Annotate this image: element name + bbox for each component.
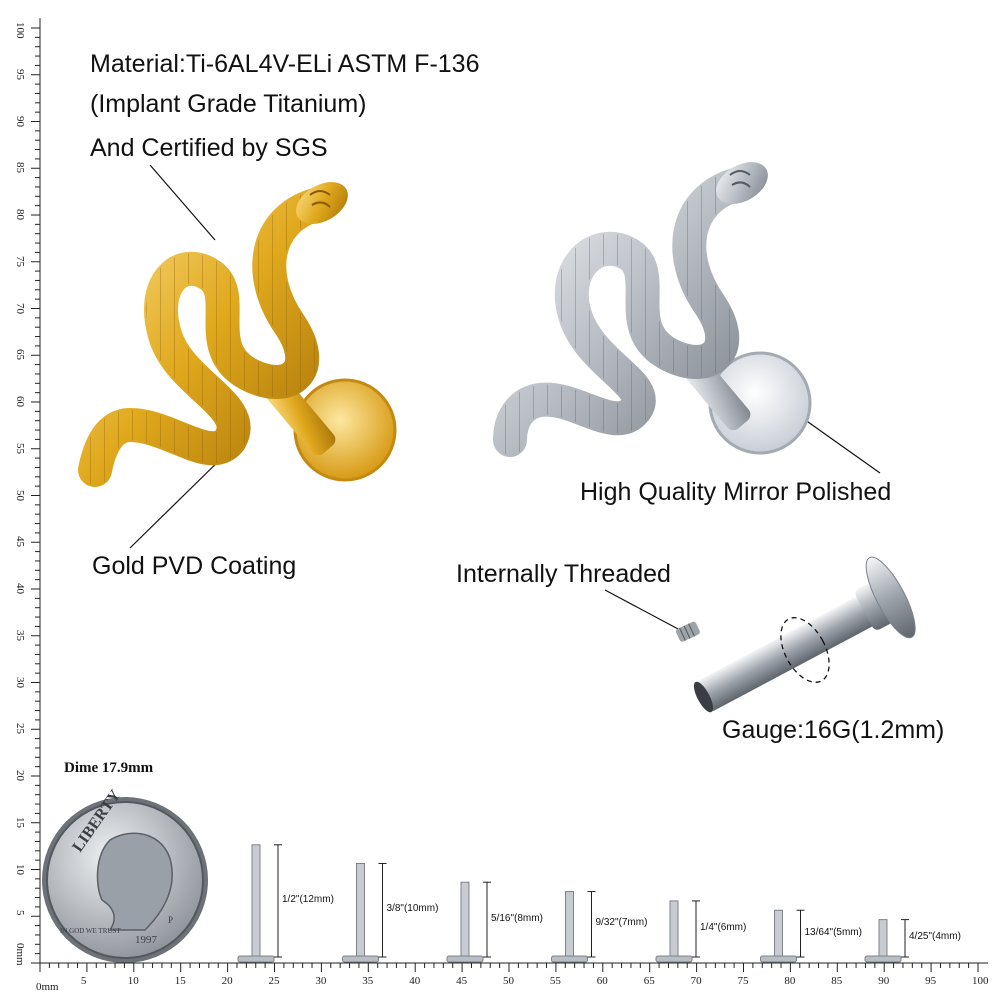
ruler-x-label: 55 xyxy=(549,975,561,987)
post-length-item xyxy=(760,909,805,963)
post-disc xyxy=(655,955,693,963)
post-length-item xyxy=(655,900,700,963)
ruler-x-label: 90 xyxy=(878,975,890,987)
ruler-x-label: 50 xyxy=(503,975,514,987)
ruler-x-label: 35 xyxy=(362,975,374,987)
gold-coating-label: Gold PVD Coating xyxy=(92,552,297,580)
post-length-label: 13/64"(5mm) xyxy=(804,926,862,938)
post-length-label: 4/25"(4mm) xyxy=(909,931,961,943)
material-grade-line: (Implant Grade Titanium) xyxy=(90,90,367,118)
silver-snake-scales xyxy=(495,170,750,455)
threaded-screw-icon xyxy=(675,621,700,642)
dime-caption: Dime 17.9mm xyxy=(64,760,154,776)
ruler-x-label: 20 xyxy=(221,975,233,987)
post-length-item xyxy=(864,919,909,963)
leader-line-thread xyxy=(604,589,681,631)
material-spec-line: Material:Ti-6AL4V-ELi ASTM F-136 xyxy=(90,50,480,78)
post-bar xyxy=(565,891,574,958)
post-disc xyxy=(342,955,379,963)
ruler-x-label: 30 xyxy=(315,975,327,987)
post-length-label: 3/8"(10mm) xyxy=(386,903,439,915)
ruler-x-label: 60 xyxy=(596,975,608,987)
post-bar xyxy=(251,844,261,958)
post-bar xyxy=(774,909,783,958)
ruler-x-label: 45 xyxy=(456,975,468,987)
ruler-x-label: 80 xyxy=(784,975,796,987)
ruler-x-label: 25 xyxy=(268,975,280,987)
post-disc xyxy=(864,955,902,963)
post-length-label: 5/16"(8mm) xyxy=(491,912,543,924)
dime-mint-text: P xyxy=(168,915,173,925)
post-length-item xyxy=(237,844,282,963)
post-disc xyxy=(237,955,275,963)
labret-thread-hole xyxy=(693,681,714,713)
ruler-x-label: 70 xyxy=(690,975,702,987)
leader-line-gold xyxy=(129,449,231,549)
ruler-x-zero-label: 0mm xyxy=(36,981,59,993)
gauge-indicator xyxy=(780,617,830,683)
ruler-x-label: 15 xyxy=(174,975,186,987)
ruler-x-label: 85 xyxy=(831,975,843,987)
post-length-label: 9/32"(7mm) xyxy=(595,917,648,929)
post-length-label: 1/2"(12mm) xyxy=(282,893,334,905)
labret-post-image xyxy=(675,556,916,713)
post-bar xyxy=(669,900,679,958)
post-bar xyxy=(878,919,888,958)
labret-disc xyxy=(865,556,916,639)
gold-snake-scales xyxy=(80,190,330,485)
post-disc xyxy=(446,955,484,963)
internally-threaded-label: Internally Threaded xyxy=(456,560,671,588)
dime-coin-image: LIBERTY 1997 IN GOD WE TRUST P xyxy=(42,787,208,963)
ruler-x-label: 100 xyxy=(972,975,989,987)
post-length-item xyxy=(446,881,491,963)
post-bar xyxy=(460,881,470,958)
dime-year-text: 1997 xyxy=(135,934,158,946)
dime-motto-text: IN GOD WE TRUST xyxy=(60,927,121,935)
post-length-item xyxy=(342,863,387,963)
ruler-x-label: 75 xyxy=(737,975,749,987)
mirror-polished-label: High Quality Mirror Polished xyxy=(580,478,892,506)
ruler-x-label: 5 xyxy=(80,975,87,987)
post-length-label: 1/4"(6mm) xyxy=(700,921,747,933)
post-bar xyxy=(356,863,365,958)
gauge-label: Gauge:16G(1.2mm) xyxy=(722,716,945,744)
gold-snake-stud-image xyxy=(78,182,397,487)
post-disc xyxy=(760,955,797,963)
ruler-x-label: 40 xyxy=(409,975,421,987)
silver-snake-stud-image xyxy=(493,162,812,457)
post-length-item xyxy=(551,891,596,963)
certification-line: And Certified by SGS xyxy=(90,134,328,162)
ruler-x-label: 95 xyxy=(925,975,937,987)
ruler-x-label: 10 xyxy=(127,975,139,987)
leader-line-material xyxy=(149,164,216,241)
post-disc xyxy=(551,955,588,963)
ruler-x-label: 65 xyxy=(643,975,655,987)
